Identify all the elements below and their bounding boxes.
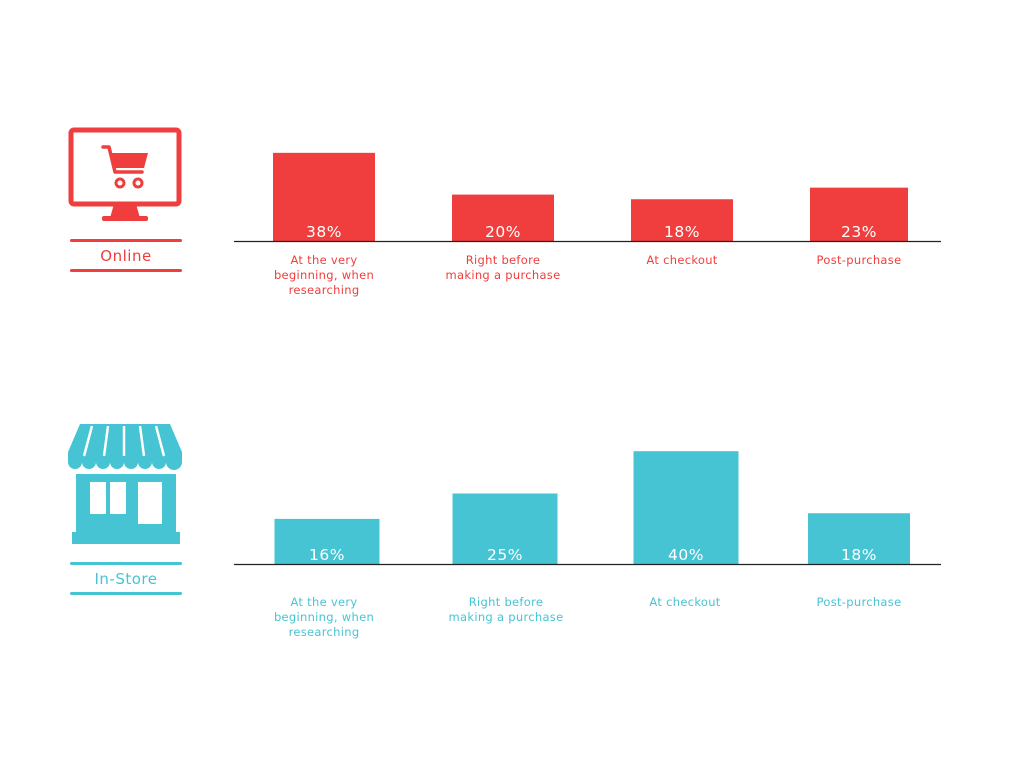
online-bar [273, 152, 375, 241]
online-rule-bottom [70, 269, 182, 272]
online-rule-top [70, 239, 182, 242]
online-category-label: At checkout [646, 253, 718, 267]
in-store-category-label: At checkout [649, 595, 721, 609]
online-value-label: 18% [664, 223, 700, 241]
online-channel-label: Online [100, 247, 152, 265]
online-category-label: At the very beginning, when researching [273, 253, 375, 297]
online-bar [452, 194, 554, 241]
in-store-bar [633, 451, 739, 564]
online-category-label: Right before making a purchase [445, 253, 561, 282]
in-store-category-label: Right before making a purchase [448, 595, 564, 624]
online-bar [631, 199, 733, 241]
in-store-category-label: At the very beginning, when researching [273, 595, 375, 639]
in-store-bar [274, 518, 380, 564]
computer-shopping-cart-icon [66, 126, 186, 230]
in-store-value-label: 40% [668, 546, 704, 564]
in-store-category-label: Post-purchase [816, 595, 902, 609]
in-store-value-label: 25% [487, 546, 523, 564]
in-store-channel-label: In-Store [94, 570, 158, 588]
storefront-icon [66, 422, 186, 552]
in-store-panel: In-Store At the very beginning, when res… [0, 384, 1024, 768]
in-store-rule-bottom [70, 592, 182, 595]
online-bar [810, 187, 908, 241]
in-store-value-label: 16% [309, 546, 345, 564]
online-value-label: 38% [306, 223, 342, 241]
in-store-bar [452, 493, 558, 564]
online-value-label: 20% [485, 223, 521, 241]
online-panel: Online At the very beginning, when resea… [66, 126, 902, 297]
in-store-value-label: 18% [841, 546, 877, 564]
in-store-rule-top [70, 562, 182, 565]
online-value-label: 23% [841, 223, 877, 241]
online-category-label: Post-purchase [816, 253, 902, 267]
in-store-bar [808, 513, 910, 564]
